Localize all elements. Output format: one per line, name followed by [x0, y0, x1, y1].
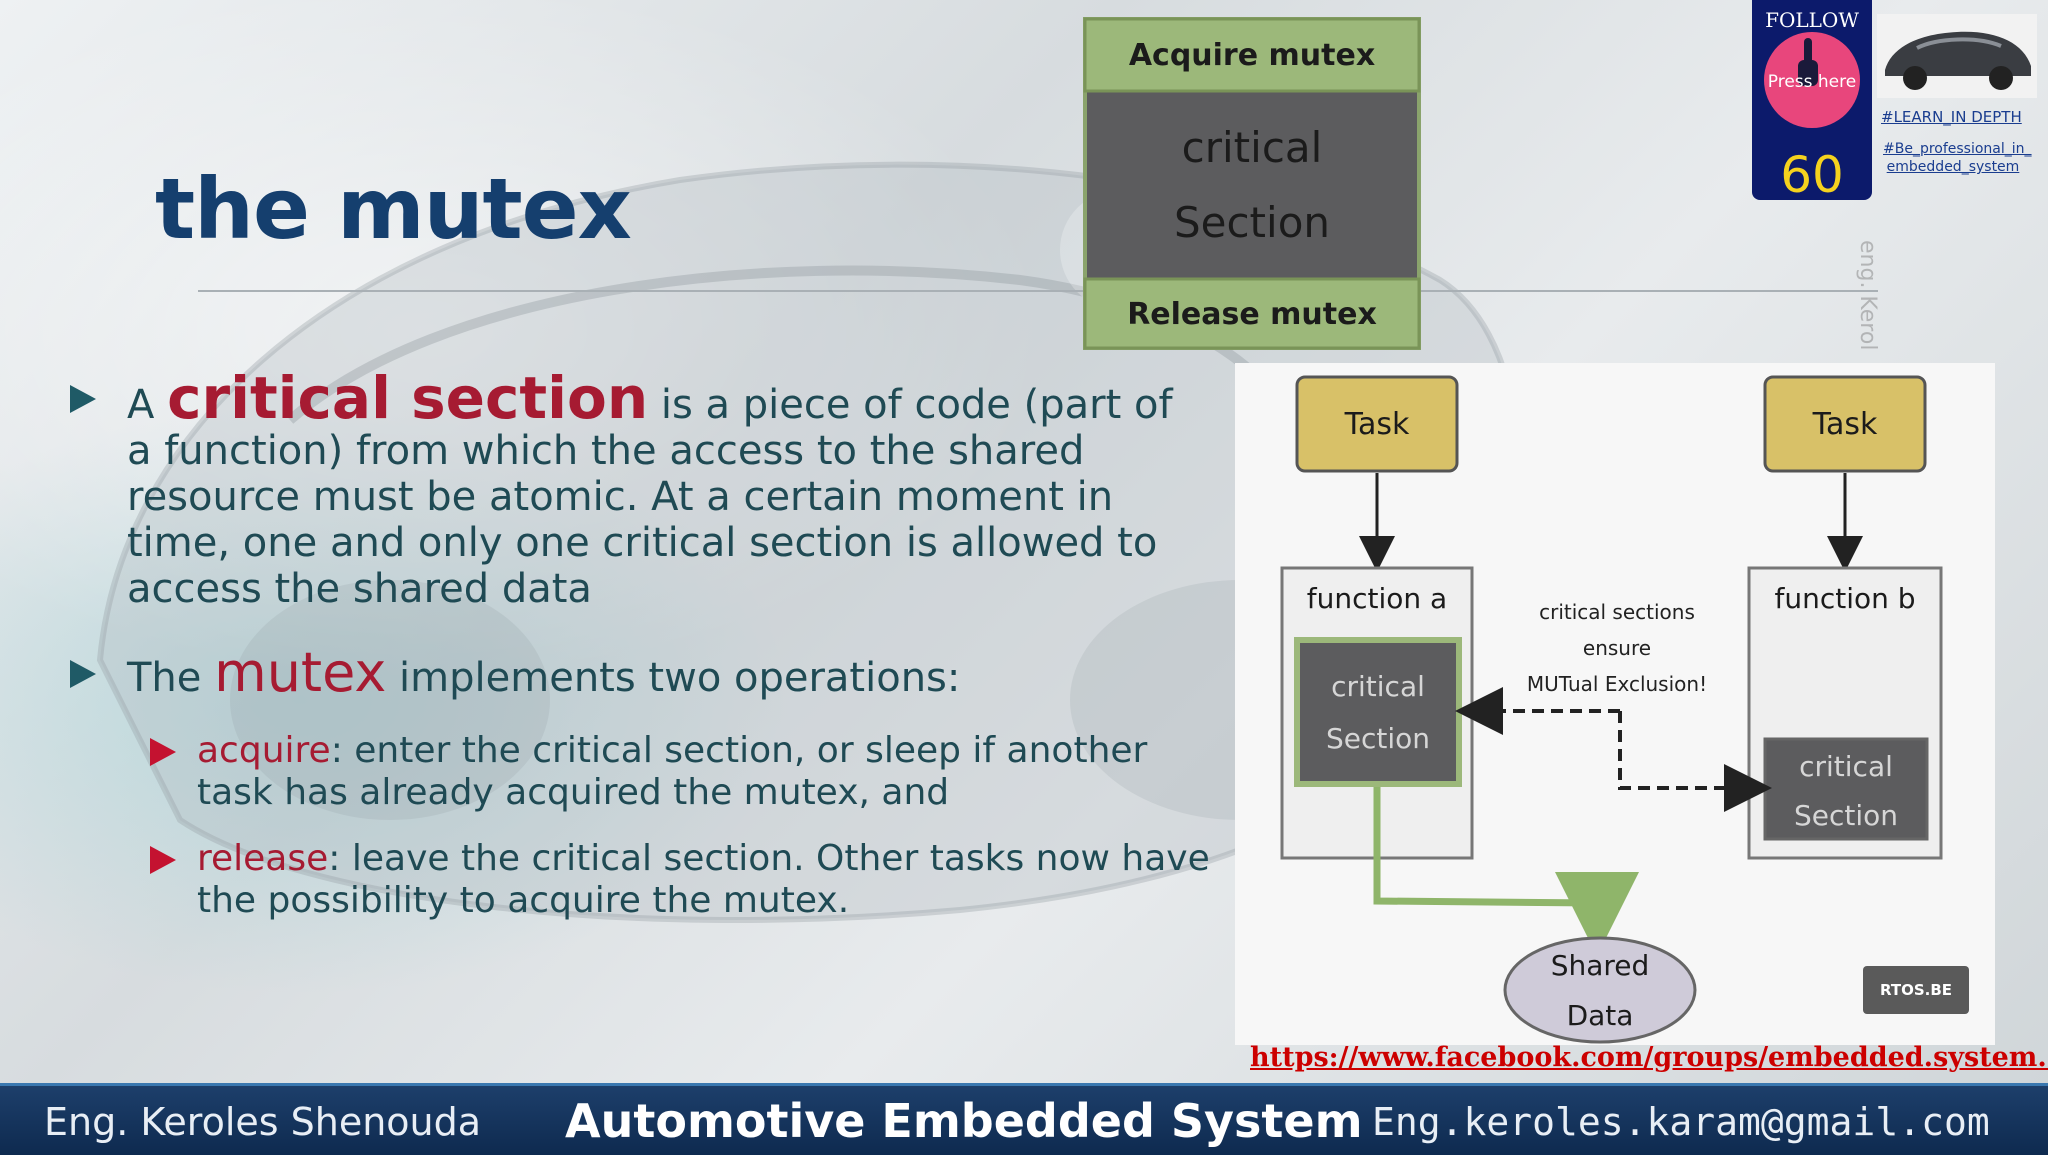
bullet-prefix: A: [127, 382, 168, 428]
acquire-mutex-bar: [1083, 17, 1421, 93]
be-professional-tag[interactable]: #Be_professional_in_ embedded_system: [1883, 141, 2032, 175]
sub-bullet-text: acquire: enter the critical section, or …: [197, 730, 1210, 814]
acquire-mutex-label: Acquire mutex: [1129, 38, 1375, 73]
sub-bullet-release: release: leave the critical section. Oth…: [150, 838, 1210, 922]
keyword-release: release: [197, 838, 329, 879]
task-b-box: [1763, 375, 1927, 473]
release-mutex-bar: [1083, 277, 1421, 350]
keyword-mutex: mutex: [214, 641, 387, 704]
task-a-box: [1295, 375, 1459, 473]
note-line3: MUTual Exclusion!: [1527, 672, 1707, 696]
bullet-text: A critical section is a piece of code (p…: [127, 369, 1190, 612]
shared-data-arrow: [1373, 787, 1639, 956]
critical-section-b-line2: Section: [1794, 799, 1898, 832]
sub-bullet-arrow-icon: [150, 846, 176, 874]
critical-section-a-line2: Section: [1326, 722, 1430, 755]
slide-title: the mutex: [155, 160, 632, 258]
task-a-label: Task: [1344, 407, 1410, 442]
bullet-text: The mutex implements two operations:: [127, 646, 1190, 702]
sub-bullet-body: : enter the critical section, or sleep i…: [197, 730, 1148, 813]
rtos-badge: RTOS.BE: [1863, 966, 1969, 1014]
bullet-arrow-icon: [70, 660, 96, 688]
sub-bullet-body: : leave the critical section. Other task…: [197, 838, 1210, 921]
bullet-prefix: The: [127, 655, 215, 701]
section-label: Section: [1174, 198, 1330, 247]
footer-author: Eng. Keroles Shenouda: [44, 1100, 482, 1144]
press-here-label: Press here: [1767, 72, 1857, 92]
critical-section-b-line1: critical: [1799, 750, 1893, 783]
follow-count: 60: [1780, 146, 1844, 204]
car-thumbnail-image: [1877, 14, 2037, 98]
critical-section-a-line1: critical: [1331, 670, 1425, 703]
shared-data-ellipse: [1503, 936, 1697, 1044]
facebook-group-link[interactable]: https://www.facebook.com/groups/embedded…: [1250, 1042, 2048, 1073]
bullet-body: implements two operations:: [386, 655, 961, 701]
function-a-label: function a: [1307, 582, 1447, 615]
learn-in-depth-tag[interactable]: #LEARN_IN DEPTH: [1881, 108, 2022, 126]
bullet-body: is a piece of code (part of a function) …: [127, 382, 1173, 612]
shared-data-line1: Shared: [1551, 949, 1650, 982]
footer-course-title: Automotive Embedded System: [565, 1094, 1363, 1148]
dashed-connector-b: [1618, 711, 1760, 788]
footer-email: Eng.keroles.karam@gmail.com: [1372, 1100, 1990, 1144]
note-line2: ensure: [1583, 636, 1651, 660]
mutex-critical-section-figure: Acquire mutex critical Section Release m…: [1083, 17, 1421, 350]
footer-bar: Eng. Keroles Shenouda Automotive Embedde…: [0, 1083, 2048, 1155]
keyword-acquire: acquire: [197, 730, 331, 771]
task-b-label: Task: [1812, 407, 1878, 442]
mutual-exclusion-diagram: Task Task function a function b critical…: [1235, 363, 1995, 1045]
note-line1: critical sections: [1539, 600, 1695, 624]
bullet-mutex-operations: The mutex implements two operations:: [70, 646, 1190, 702]
keyword-critical-section: critical section: [167, 364, 649, 432]
sub-bullet-acquire: acquire: enter the critical section, or …: [150, 730, 1210, 814]
critical-section-a-box: [1294, 637, 1462, 787]
sub-bullet-text: release: leave the critical section. Oth…: [197, 838, 1210, 922]
function-b-label: function b: [1774, 582, 1915, 615]
sub-bullet-arrow-icon: [150, 738, 176, 766]
watermark-text: eng. Kerol: [1855, 240, 1880, 351]
release-mutex-label: Release mutex: [1127, 297, 1377, 332]
follow-us-badge[interactable]: FOLLOW US Press here 60: [1752, 0, 1872, 204]
title-divider: [198, 290, 1878, 292]
bullet-arrow-icon: [70, 385, 96, 413]
shared-data-line2: Data: [1567, 999, 1634, 1032]
bullet-critical-section: A critical section is a piece of code (p…: [70, 369, 1190, 612]
pointing-hand-icon: [1798, 38, 1818, 86]
critical-label: critical: [1182, 123, 1323, 172]
